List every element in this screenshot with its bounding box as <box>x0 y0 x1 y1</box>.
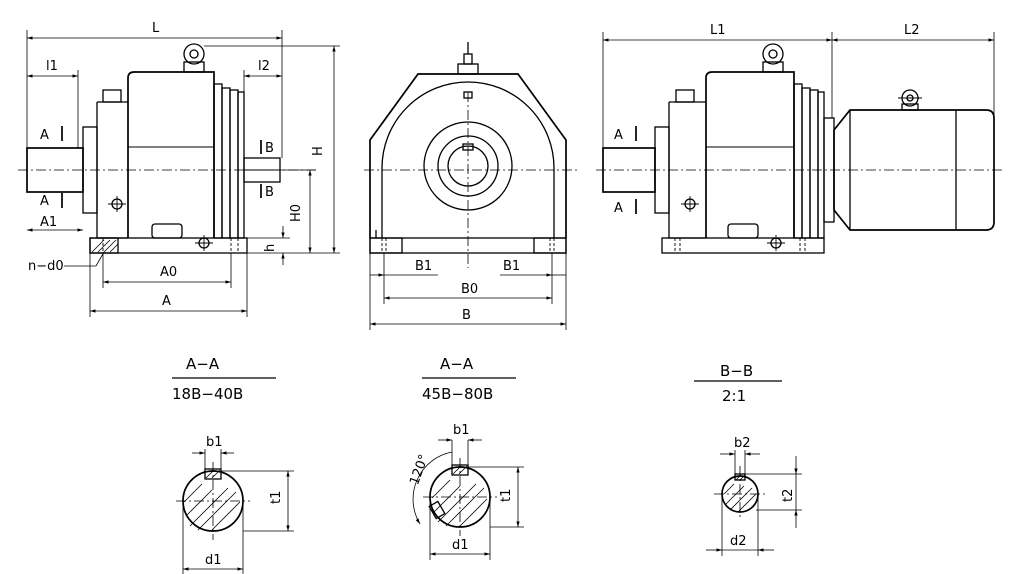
section-mark-b-bottom: B <box>265 185 274 200</box>
sec3-t-label: t2 <box>781 489 796 502</box>
dim-B1-right-label: B1 <box>503 259 520 274</box>
foot-hatched <box>89 237 119 254</box>
main-housing <box>127 71 215 238</box>
sec3-b-label: b2 <box>734 436 751 451</box>
dim-l1-label: l1 <box>46 59 58 74</box>
shaft-section-2: 120° b1 t1 d1 <box>407 423 524 560</box>
dim-A0-label: A0 <box>160 265 177 280</box>
sec3-d-label: d2 <box>730 534 747 549</box>
dim-B-label: B <box>462 308 471 323</box>
sec1-d-label: d1 <box>205 553 222 568</box>
dim-l2-label: l2 <box>258 59 270 74</box>
motor-view-lifting-eye-icon <box>762 43 784 65</box>
section-mark-a-top: A <box>40 128 49 143</box>
side-view: B1 B1 B0 B <box>364 42 580 330</box>
lifting-eye-icon <box>183 43 205 65</box>
dim-H0-label: H0 <box>289 204 304 222</box>
section2-subtitle: 45B−80B <box>422 385 493 403</box>
dim-L-label: L <box>152 21 160 36</box>
side-bearing-outer <box>423 121 513 211</box>
section3-title: B−B <box>720 362 753 380</box>
section1-subtitle: 18B−40B <box>172 385 243 403</box>
section-titles: A−A 18B−40B A−A 45B−80B B−B 2:1 <box>172 355 782 405</box>
section3-subtitle: 2:1 <box>722 387 746 405</box>
side-bore <box>447 145 489 187</box>
sec1-b-label: b1 <box>206 435 223 450</box>
shaft-section-3: b2 t2 d2 <box>706 436 802 556</box>
dim-h-label: h <box>263 244 278 252</box>
sec1-t-label: t1 <box>269 491 284 504</box>
sec2-angle-label: 120° <box>407 452 432 487</box>
base-plate <box>89 237 248 254</box>
section-mark-a-bottom: A <box>40 194 49 209</box>
sec2-d-label: d1 <box>452 538 469 553</box>
dim-B1-left-label: B1 <box>415 259 432 274</box>
dim-H-label: H <box>311 146 326 156</box>
section2-title: A−A <box>440 355 474 373</box>
dim-L2-label: L2 <box>904 23 920 38</box>
sec2-t-label: t1 <box>499 489 514 502</box>
holes-n-d0-label: n−d0 <box>28 259 64 274</box>
section1-title: A−A <box>186 355 220 373</box>
motor-section-mark-a-bottom: A <box>614 201 623 216</box>
dim-A1-label: A1 <box>40 215 57 230</box>
sec2-b-label: b1 <box>453 423 470 438</box>
motor-assembly-view: L1 L2 A A <box>596 23 1004 254</box>
lifting-eye-base <box>183 61 205 73</box>
front-view: L l1 l2 H H0 h A A B B A1 <box>18 21 340 317</box>
electric-motor <box>833 109 995 231</box>
motor-section-mark-a-top: A <box>614 128 623 143</box>
dim-A-label: A <box>162 294 171 309</box>
dim-B0-label: B0 <box>461 282 478 297</box>
dim-L1-label: L1 <box>710 23 726 38</box>
shaft-section-1: b1 t1 d1 <box>176 435 294 574</box>
section-mark-b-top: B <box>265 141 274 156</box>
